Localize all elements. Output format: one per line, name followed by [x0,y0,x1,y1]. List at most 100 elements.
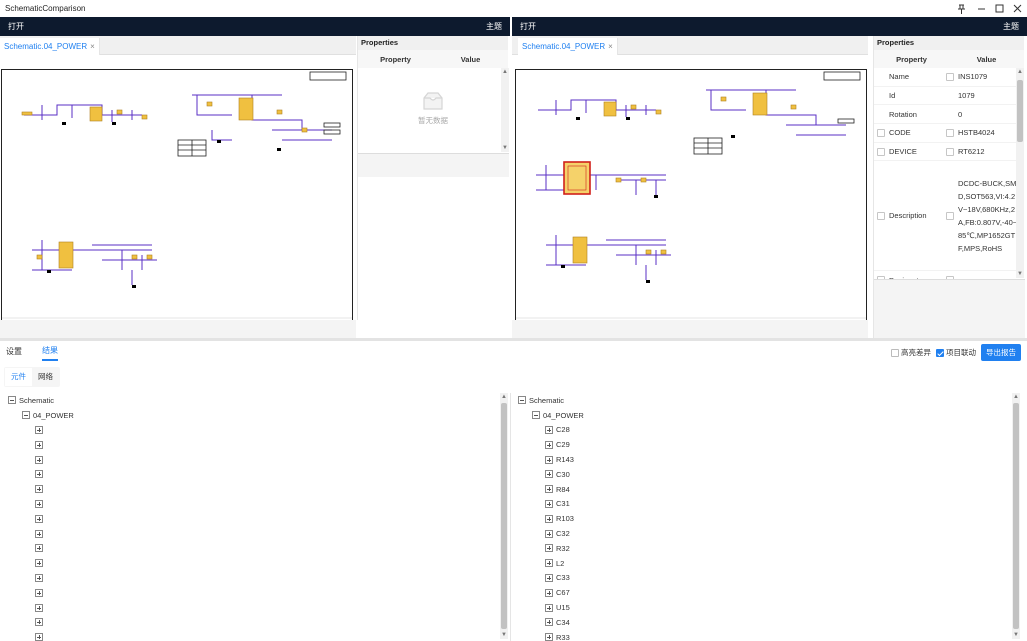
tab-settings[interactable]: 设置 [6,346,22,356]
project-link-checkbox[interactable] [936,348,944,357]
expand-icon[interactable] [545,499,553,508]
tree-child[interactable]: 04_POWER [8,408,498,423]
tree-item[interactable]: R103 [518,511,1008,526]
tree-item[interactable] [8,585,498,600]
tree-item[interactable]: C29 [518,437,1008,452]
right-tab-close-icon[interactable]: × [608,42,613,51]
collapse-icon[interactable] [532,411,540,420]
expand-icon[interactable] [35,559,43,568]
left-props-scrollbar[interactable]: ▲ ▼ [501,68,509,152]
property-name-checkbox[interactable] [877,211,885,220]
tree-item[interactable]: C67 [518,585,1008,600]
maximize-icon[interactable] [990,0,1008,17]
horizontal-splitter[interactable] [0,338,1027,341]
tree-item[interactable]: C30 [518,467,1008,482]
tree-item[interactable]: C28 [518,423,1008,438]
tree-item[interactable]: U15 [518,600,1008,615]
scroll-up-icon[interactable]: ▲ [502,69,508,75]
scroll-thumb[interactable] [1017,80,1023,142]
scroll-up-icon[interactable]: ▲ [1017,69,1023,75]
expand-icon[interactable] [545,588,553,597]
tree-item[interactable] [8,467,498,482]
left-tab-close-icon[interactable]: × [90,42,95,51]
expand-icon[interactable] [545,559,553,568]
expand-icon[interactable] [35,455,43,464]
expand-icon[interactable] [35,573,43,582]
tree-item[interactable]: L2 [518,556,1008,571]
expand-icon[interactable] [545,440,553,449]
collapse-icon[interactable] [22,411,30,420]
collapse-icon[interactable] [518,396,526,405]
right-tree-scrollbar[interactable]: ▲ ▼ [1012,393,1020,639]
expand-icon[interactable] [35,425,43,434]
left-tab-schematic[interactable]: Schematic.04_POWER × [0,38,100,55]
tree-item[interactable] [8,630,498,641]
subtab-components[interactable]: 元件 [5,368,32,386]
left-open-button[interactable]: 打开 [8,22,24,31]
scroll-down-icon[interactable]: ▼ [1017,271,1023,277]
expand-icon[interactable] [545,485,553,494]
tree-item[interactable]: R32 [518,541,1008,556]
scroll-thumb[interactable] [1013,403,1019,629]
right-schematic-canvas[interactable] [515,69,867,337]
expand-icon[interactable] [35,499,43,508]
highlight-diff-checkbox[interactable] [891,348,899,357]
tree-root[interactable]: Schematic [518,393,1008,408]
collapse-icon[interactable] [8,396,16,405]
scroll-up-icon[interactable]: ▲ [501,394,507,400]
tree-item[interactable] [8,526,498,541]
expand-icon[interactable] [35,440,43,449]
left-tree-scrollbar[interactable]: ▲ ▼ [500,393,508,639]
tree-item[interactable]: C32 [518,526,1008,541]
scroll-down-icon[interactable]: ▼ [1013,632,1019,638]
tree-item[interactable]: C31 [518,497,1008,512]
expand-icon[interactable] [545,544,553,553]
scroll-down-icon[interactable]: ▼ [502,145,508,151]
expand-icon[interactable] [545,529,553,538]
right-theme-button[interactable]: 主题 [1003,22,1019,31]
left-schematic-canvas[interactable] [1,69,353,337]
tree-item[interactable] [8,482,498,497]
expand-icon[interactable] [545,514,553,523]
expand-icon[interactable] [545,618,553,627]
tree-item[interactable] [8,541,498,556]
expand-icon[interactable] [545,470,553,479]
diff-highlight-box[interactable] [563,161,591,195]
scroll-up-icon[interactable]: ▲ [1013,394,1019,400]
property-value-checkbox[interactable] [946,147,954,156]
expand-icon[interactable] [35,618,43,627]
tree-item[interactable]: R33 [518,630,1008,641]
left-theme-button[interactable]: 主题 [486,22,502,31]
subtab-nets[interactable]: 网络 [38,372,53,381]
export-report-button[interactable]: 导出报告 [981,344,1021,361]
expand-icon[interactable] [35,514,43,523]
right-open-button[interactable]: 打开 [520,22,536,31]
property-value-checkbox[interactable] [946,72,954,81]
tree-item[interactable] [8,452,498,467]
expand-icon[interactable] [35,529,43,538]
tree-item[interactable] [8,571,498,586]
tree-item[interactable] [8,615,498,630]
expand-icon[interactable] [545,633,553,641]
property-value-checkbox[interactable] [946,128,954,137]
tree-item[interactable] [8,437,498,452]
tab-results[interactable]: 结果 [42,341,58,361]
scroll-down-icon[interactable]: ▼ [501,632,507,638]
pin-icon[interactable] [952,0,970,17]
minimize-icon[interactable] [972,0,990,17]
right-props-scrollbar[interactable]: ▲ ▼ [1016,68,1024,278]
tree-item[interactable]: C33 [518,571,1008,586]
expand-icon[interactable] [545,573,553,582]
property-name-checkbox[interactable] [877,147,885,156]
tree-item[interactable] [8,600,498,615]
expand-icon[interactable] [35,470,43,479]
close-icon[interactable] [1008,0,1026,17]
tree-child[interactable]: 04_POWER [518,408,1008,423]
tree-item[interactable] [8,511,498,526]
